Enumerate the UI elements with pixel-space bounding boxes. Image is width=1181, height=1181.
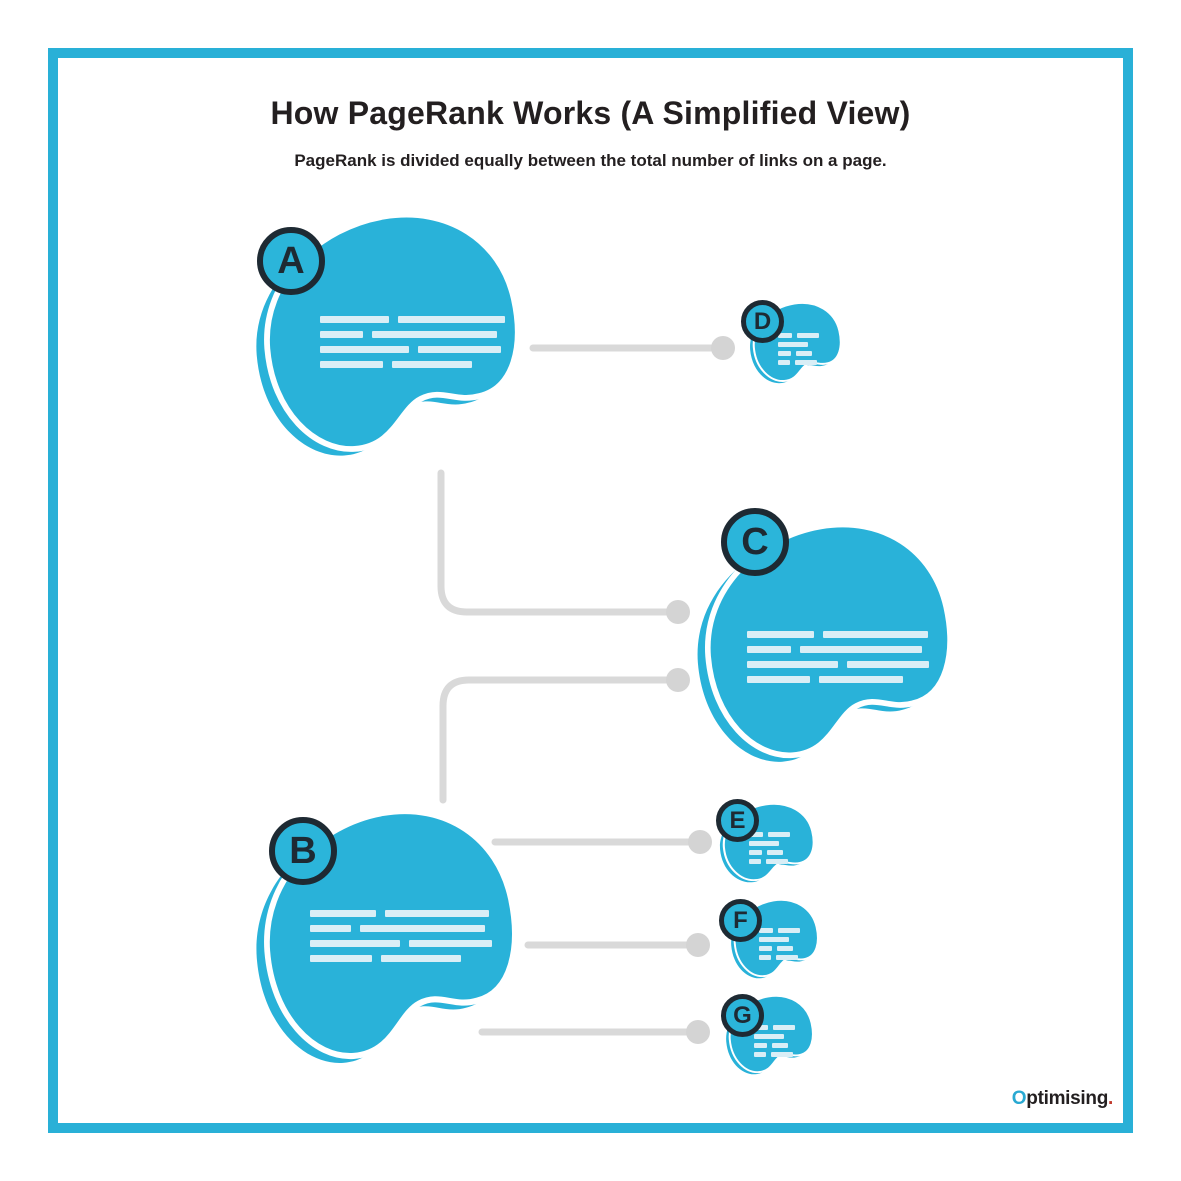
page-title: How PageRank Works (A Simplified View) — [270, 95, 911, 131]
node-label-badge: A — [257, 227, 325, 295]
page-subtitle: PageRank is divided equally between the … — [294, 151, 887, 170]
page-node-B: B — [256, 802, 524, 1078]
node-label-badge: G — [721, 994, 764, 1037]
optimising-logo: Optimising. — [1011, 1088, 1114, 1110]
page-node-C: C — [697, 508, 959, 776]
placeholder-text-lines — [778, 333, 819, 365]
node-label-badge: D — [741, 300, 784, 343]
logo-period: . — [1108, 1088, 1113, 1109]
placeholder-text-lines — [749, 832, 790, 864]
link-endpoint-dot-C-from-A — [666, 600, 690, 624]
link-endpoint-dot-F — [686, 933, 710, 957]
logo-text: ptimising — [1026, 1088, 1109, 1109]
node-label: B — [289, 829, 317, 872]
link-A-to-C — [437, 469, 674, 616]
node-label: C — [741, 520, 769, 563]
node-label: A — [277, 239, 305, 282]
link-endpoint-dot-E — [688, 830, 712, 854]
placeholder-text-lines — [310, 910, 492, 962]
page-node-D: D — [741, 300, 844, 388]
link-B-to-C — [439, 676, 674, 804]
page-node-A: A — [256, 206, 527, 470]
border-frame — [48, 48, 1133, 1133]
node-label-badge: B — [269, 817, 337, 885]
page-node-G: G — [721, 993, 816, 1079]
node-label: D — [753, 307, 772, 335]
node-label-badge: F — [719, 899, 762, 942]
node-label: F — [733, 906, 748, 934]
node-label: E — [729, 806, 746, 834]
placeholder-text-lines — [759, 928, 800, 960]
placeholder-text-lines — [747, 631, 929, 683]
placeholder-text-lines — [754, 1025, 795, 1057]
page-node-F: F — [719, 897, 821, 983]
link-endpoint-dot-C-from-B — [666, 668, 690, 692]
node-label: G — [733, 1001, 752, 1029]
link-endpoint-dot-D — [711, 336, 735, 360]
page-node-E: E — [716, 799, 817, 887]
node-label-badge: C — [721, 508, 789, 576]
node-label-badge: E — [716, 799, 759, 842]
logo-letter-o: O — [1011, 1088, 1027, 1109]
placeholder-text-lines — [320, 316, 505, 368]
link-endpoint-dot-G — [686, 1020, 710, 1044]
